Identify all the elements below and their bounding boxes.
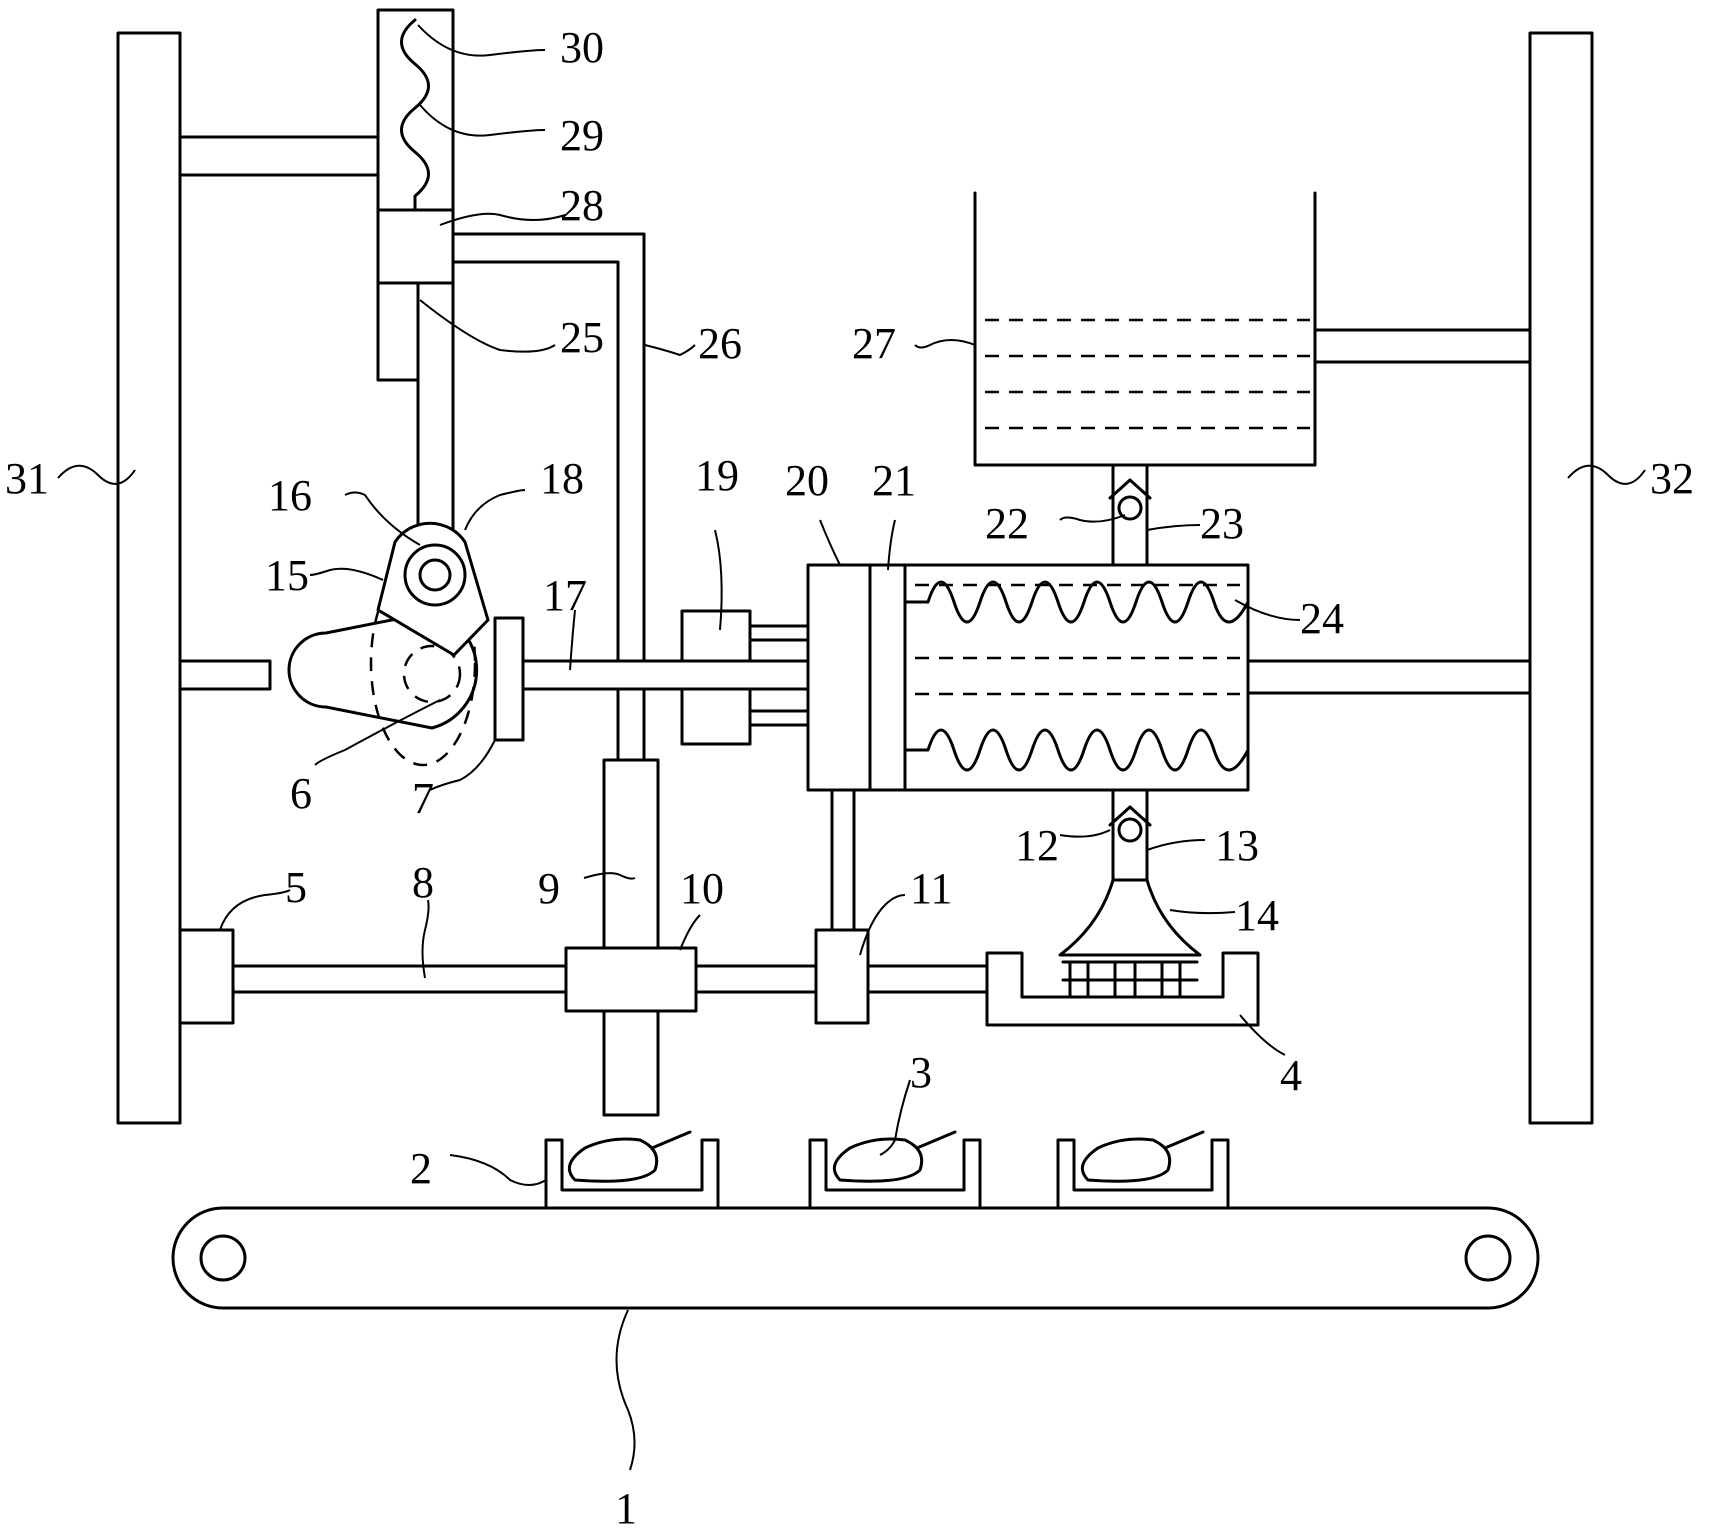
main-shaft bbox=[523, 661, 808, 689]
label-14: 14 bbox=[1235, 891, 1279, 940]
pump-right-shaft bbox=[1248, 661, 1530, 693]
label-20: 20 bbox=[785, 456, 829, 505]
conveyor-roller-right bbox=[1466, 1236, 1510, 1280]
liquid-tank bbox=[975, 193, 1315, 465]
label-8: 8 bbox=[412, 858, 434, 907]
rail-mount-block bbox=[180, 930, 233, 1023]
label-2: 2 bbox=[410, 1144, 432, 1193]
conveyor-belt bbox=[173, 1208, 1538, 1308]
bracket-upper bbox=[682, 611, 750, 661]
slider-block bbox=[566, 948, 696, 1011]
shoe-holder-2 bbox=[810, 1132, 980, 1208]
label-19: 19 bbox=[695, 451, 739, 500]
one-way-valve-bottom bbox=[1119, 819, 1141, 841]
label-24: 24 bbox=[1300, 594, 1344, 643]
label-25: 25 bbox=[560, 313, 604, 362]
nozzle-cone bbox=[1060, 880, 1200, 955]
conveyor-roller-left bbox=[201, 1236, 245, 1280]
label-18: 18 bbox=[540, 454, 584, 503]
label-21: 21 bbox=[872, 456, 916, 505]
label-5: 5 bbox=[285, 863, 307, 912]
label-32: 32 bbox=[1650, 454, 1694, 503]
label-7: 7 bbox=[412, 774, 434, 823]
upper-left-arm bbox=[180, 137, 378, 175]
label-3: 3 bbox=[910, 1048, 932, 1097]
piston-rod bbox=[418, 283, 453, 545]
gear-plate bbox=[495, 618, 523, 740]
label-26: 26 bbox=[698, 319, 742, 368]
label-22: 22 bbox=[985, 499, 1029, 548]
label-10: 10 bbox=[680, 864, 724, 913]
vertical-cylinder bbox=[604, 760, 658, 1115]
label-11: 11 bbox=[910, 864, 952, 913]
liquid-dashes bbox=[985, 320, 1310, 428]
shoe-holder-1 bbox=[546, 1132, 718, 1208]
slider-block-11 bbox=[816, 930, 868, 1023]
label-29: 29 bbox=[560, 111, 604, 160]
label-12: 12 bbox=[1015, 821, 1059, 870]
label-31: 31 bbox=[5, 454, 49, 503]
label-13: 13 bbox=[1215, 821, 1259, 870]
label-28: 28 bbox=[560, 181, 604, 230]
label-9: 9 bbox=[538, 864, 560, 913]
label-1: 1 bbox=[615, 1484, 637, 1533]
shoe-holder-3 bbox=[1058, 1132, 1228, 1208]
pump-housing bbox=[808, 565, 1248, 790]
roller-inner bbox=[420, 560, 450, 590]
tray bbox=[987, 953, 1258, 1025]
label-4: 4 bbox=[1280, 1051, 1302, 1100]
label-23: 23 bbox=[1200, 499, 1244, 548]
right-post bbox=[1530, 33, 1592, 1123]
left-post bbox=[118, 33, 180, 1123]
label-15: 15 bbox=[265, 551, 309, 600]
label-6: 6 bbox=[290, 769, 312, 818]
tank-arm bbox=[1315, 330, 1530, 362]
bracket-lower bbox=[682, 689, 750, 744]
left-shaft bbox=[180, 661, 270, 689]
label-16: 16 bbox=[268, 471, 312, 520]
nozzle-holes bbox=[1063, 962, 1197, 995]
vertical-rod-11 bbox=[832, 790, 854, 930]
label-17: 17 bbox=[543, 571, 587, 620]
label-30: 30 bbox=[560, 23, 604, 72]
label-27: 27 bbox=[852, 319, 896, 368]
spring-housing bbox=[378, 10, 453, 210]
